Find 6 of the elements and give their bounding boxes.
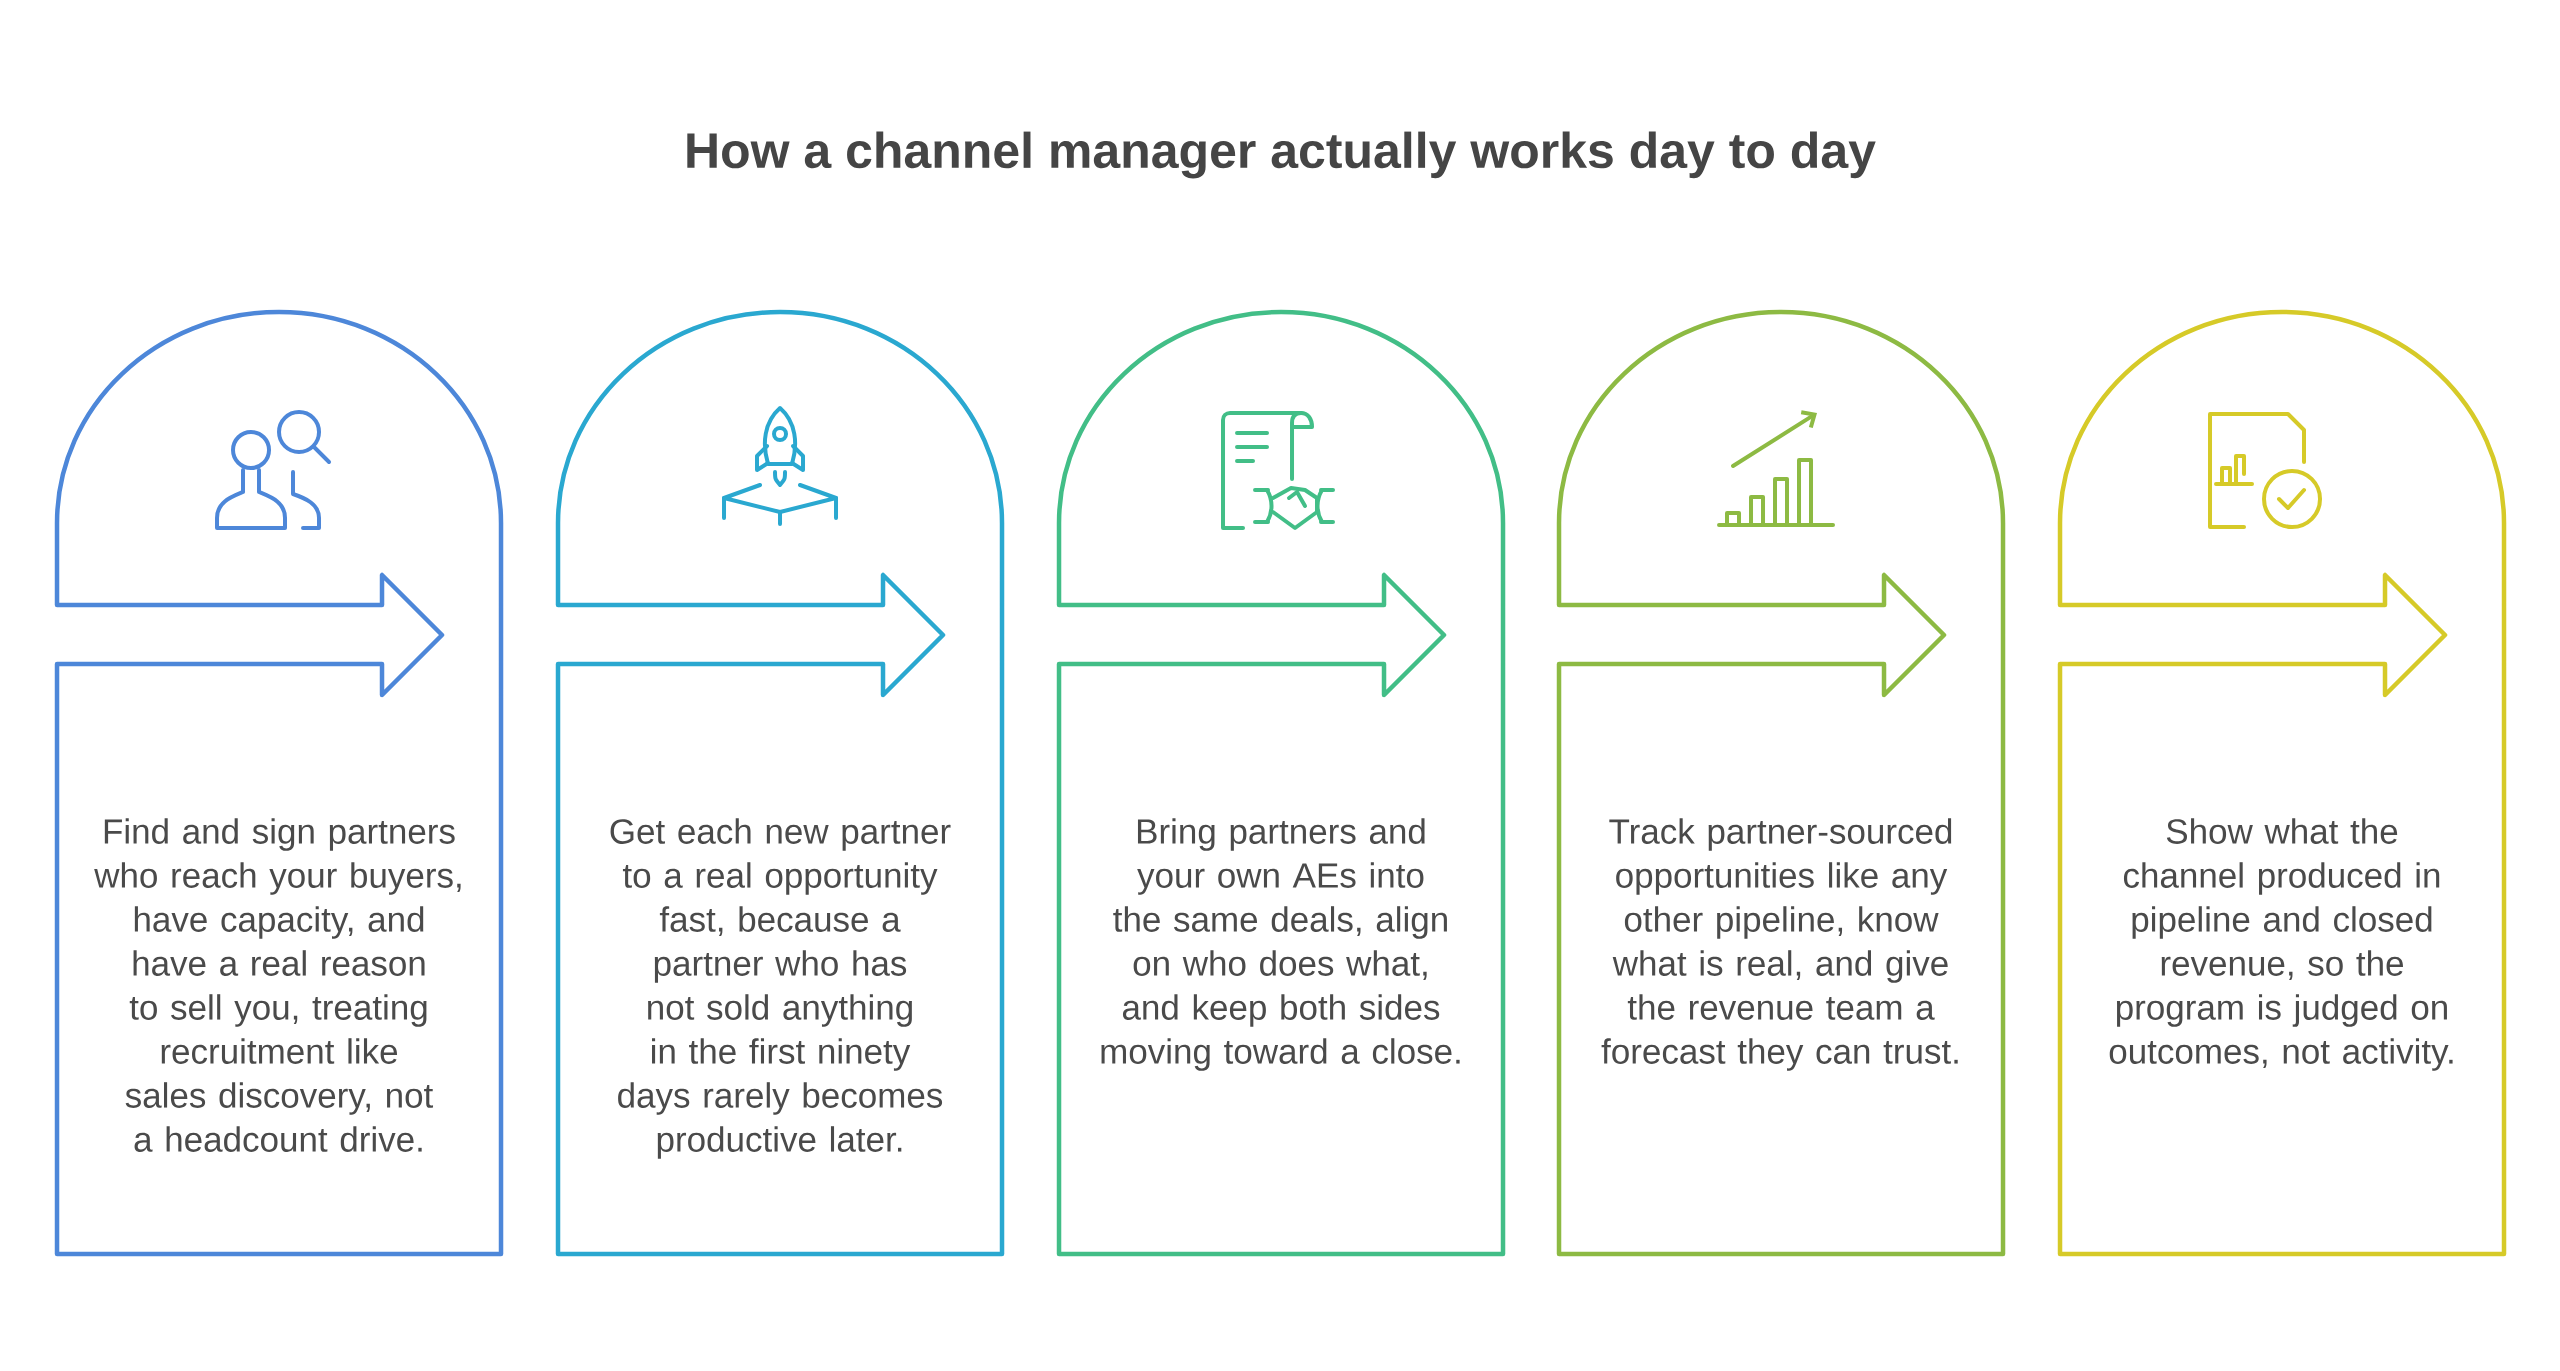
step-panel: Get each new partner to a real opportunity fast, because a partner who has not sold anything in the first ninety days rarely becomes productive later. bbox=[555, 309, 1005, 1257]
step-panel: Track partner-sourced opportunities like any other pipeline, know what is real, and give the revenue team a forecast they can trust. bbox=[1556, 309, 2006, 1257]
step-panel: Bring partners and your own AEs into the same deals, align on who does what, and keep both sides moving toward a close. bbox=[1056, 309, 1506, 1257]
title: How a channel manager actually works day to day bbox=[687, 131, 1876, 179]
step-panel: Find and sign partners who reach your buyers, have capacity, and have a real reason to sell you, treating recruitment like sales discovery, not a headcount drive. bbox=[54, 309, 504, 1257]
step-panel: Show what the channel produced in pipeline and closed revenue, so the program is judged on outcomes, not activity. bbox=[2057, 309, 2507, 1257]
